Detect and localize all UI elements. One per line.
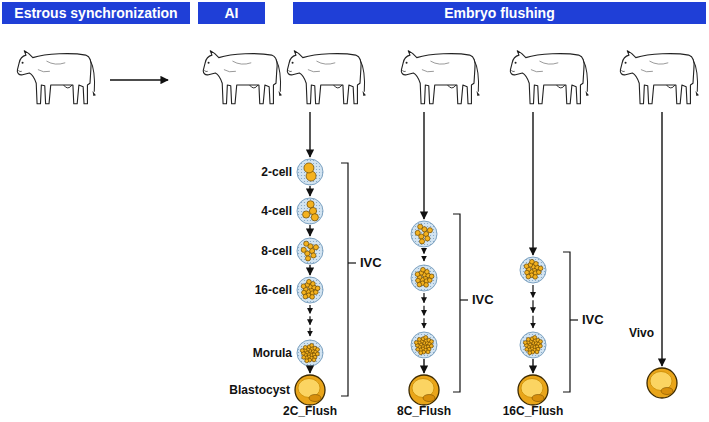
embryo <box>518 375 548 405</box>
arrow <box>309 225 310 236</box>
embryo <box>411 221 437 247</box>
embryo <box>409 375 439 405</box>
embryo <box>297 340 323 366</box>
arrow <box>423 293 424 303</box>
arrow <box>423 112 424 219</box>
arrow <box>110 79 168 80</box>
bracket-tick <box>460 299 468 300</box>
stage-label: 8-cell <box>261 244 292 258</box>
arrow <box>423 257 424 262</box>
arrow <box>532 285 533 297</box>
arrow <box>309 305 310 313</box>
cow-drawing <box>510 51 589 104</box>
arrow <box>661 112 662 366</box>
stage-label: 2-cell <box>261 165 292 179</box>
stage-banner: Embryo flushing <box>293 2 706 24</box>
banner-text: AI <box>225 5 239 21</box>
embryo <box>411 332 437 358</box>
arrow <box>532 300 533 312</box>
bracket-tick <box>348 262 356 263</box>
stage-banner: Estrous synchronization <box>2 2 190 24</box>
arrow <box>309 316 310 324</box>
embryo <box>411 265 437 291</box>
bracket-tick <box>570 319 578 320</box>
group-label: 16C_Flush <box>503 404 564 418</box>
cow-drawing <box>620 51 699 104</box>
stage-label: Blastocyst <box>229 383 290 397</box>
cow-drawing <box>401 51 480 104</box>
arrow <box>309 112 310 157</box>
cow-drawing <box>203 51 282 104</box>
embryo <box>295 375 325 405</box>
embryo <box>297 159 323 185</box>
arrow <box>532 112 533 255</box>
arrow <box>532 359 533 373</box>
group-label: 8C_Flush <box>397 404 451 418</box>
arrow <box>423 306 424 316</box>
cow-drawing <box>287 51 366 104</box>
banner-text: Embryo flushing <box>444 5 554 21</box>
culture-label: IVC <box>360 256 382 270</box>
embryo <box>647 368 677 398</box>
culture-label: IVC <box>582 313 604 327</box>
culture-label: IVC <box>472 293 494 307</box>
embryo <box>297 238 323 264</box>
arrow <box>309 265 310 275</box>
arrow <box>309 328 310 336</box>
stage-label: Morula <box>253 346 292 360</box>
banner-text: Estrous synchronization <box>14 5 177 21</box>
stage-label: 16-cell <box>255 283 292 297</box>
embryo <box>297 277 323 303</box>
cow-drawing <box>17 51 96 104</box>
embryo <box>297 198 323 224</box>
bracket <box>341 163 348 396</box>
arrow <box>532 316 533 328</box>
group-label: 2C_Flush <box>283 404 337 418</box>
embryo <box>520 332 546 358</box>
bracket <box>563 252 570 392</box>
arrow <box>423 318 424 328</box>
arrow <box>423 249 424 254</box>
group-label: Vivo <box>629 326 654 340</box>
bracket <box>453 214 460 392</box>
stage-label: 4-cell <box>261 204 292 218</box>
stage-banner: AI <box>198 2 265 24</box>
arrow <box>309 186 310 196</box>
arrow <box>309 367 310 373</box>
embryo <box>520 257 546 283</box>
arrow <box>423 359 424 373</box>
